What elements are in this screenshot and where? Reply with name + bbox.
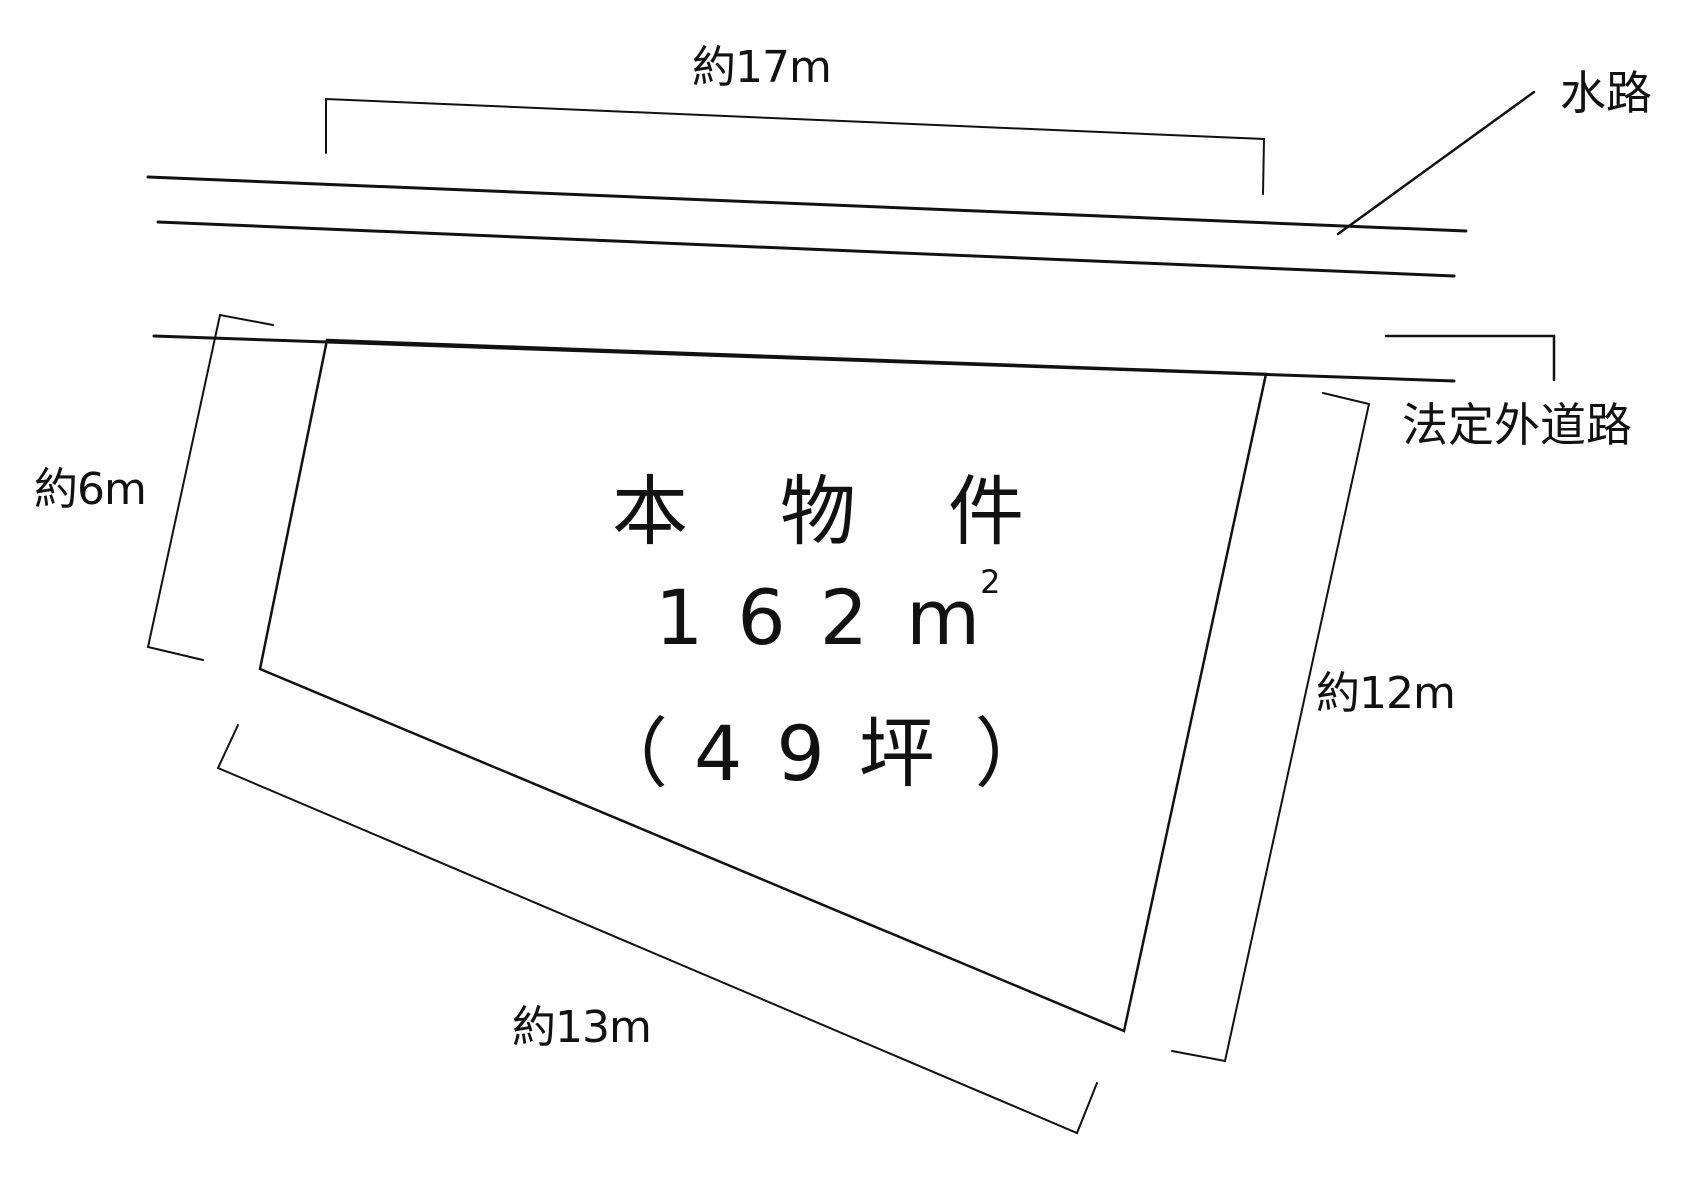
area-unit: m	[906, 573, 981, 662]
title-char: 物	[780, 467, 856, 556]
bottom-dimension-bracket	[216, 724, 1098, 1135]
left-dimension-bracket	[146, 313, 274, 661]
parcel-boundary	[258, 338, 1268, 1033]
right-dimension-bracket	[1171, 392, 1371, 1063]
right-side-label: 約12m	[1316, 668, 1456, 719]
tsubo-digit: 9	[776, 709, 825, 798]
road-label: 法定外道路	[1402, 398, 1632, 452]
area-digit: 2	[819, 573, 869, 662]
paren-open: （	[592, 709, 668, 798]
area-digit: 6	[737, 573, 786, 662]
property-title: 本物件	[612, 474, 1024, 550]
road-bracket	[1384, 334, 1556, 382]
waterway-label: 水路	[1560, 66, 1652, 120]
title-char: 件	[948, 467, 1024, 556]
paren-close: ）	[974, 709, 1051, 798]
waterway-upper-line	[146, 175, 1468, 233]
tsubo-unit: 坪	[858, 709, 935, 798]
top-dimension-bracket	[325, 97, 1266, 195]
area-digit: 1	[655, 573, 704, 662]
tsubo-digit: 4	[694, 709, 743, 798]
bottom-side-label: 約13m	[512, 1002, 652, 1053]
waterway-lower-line	[156, 220, 1456, 278]
area-unit-superscript: 2	[980, 563, 1001, 601]
top-width-label: 約17m	[692, 42, 832, 93]
left-side-label: 約6m	[34, 464, 147, 515]
waterway-leader-line	[1336, 90, 1536, 236]
title-char: 本	[612, 467, 688, 556]
